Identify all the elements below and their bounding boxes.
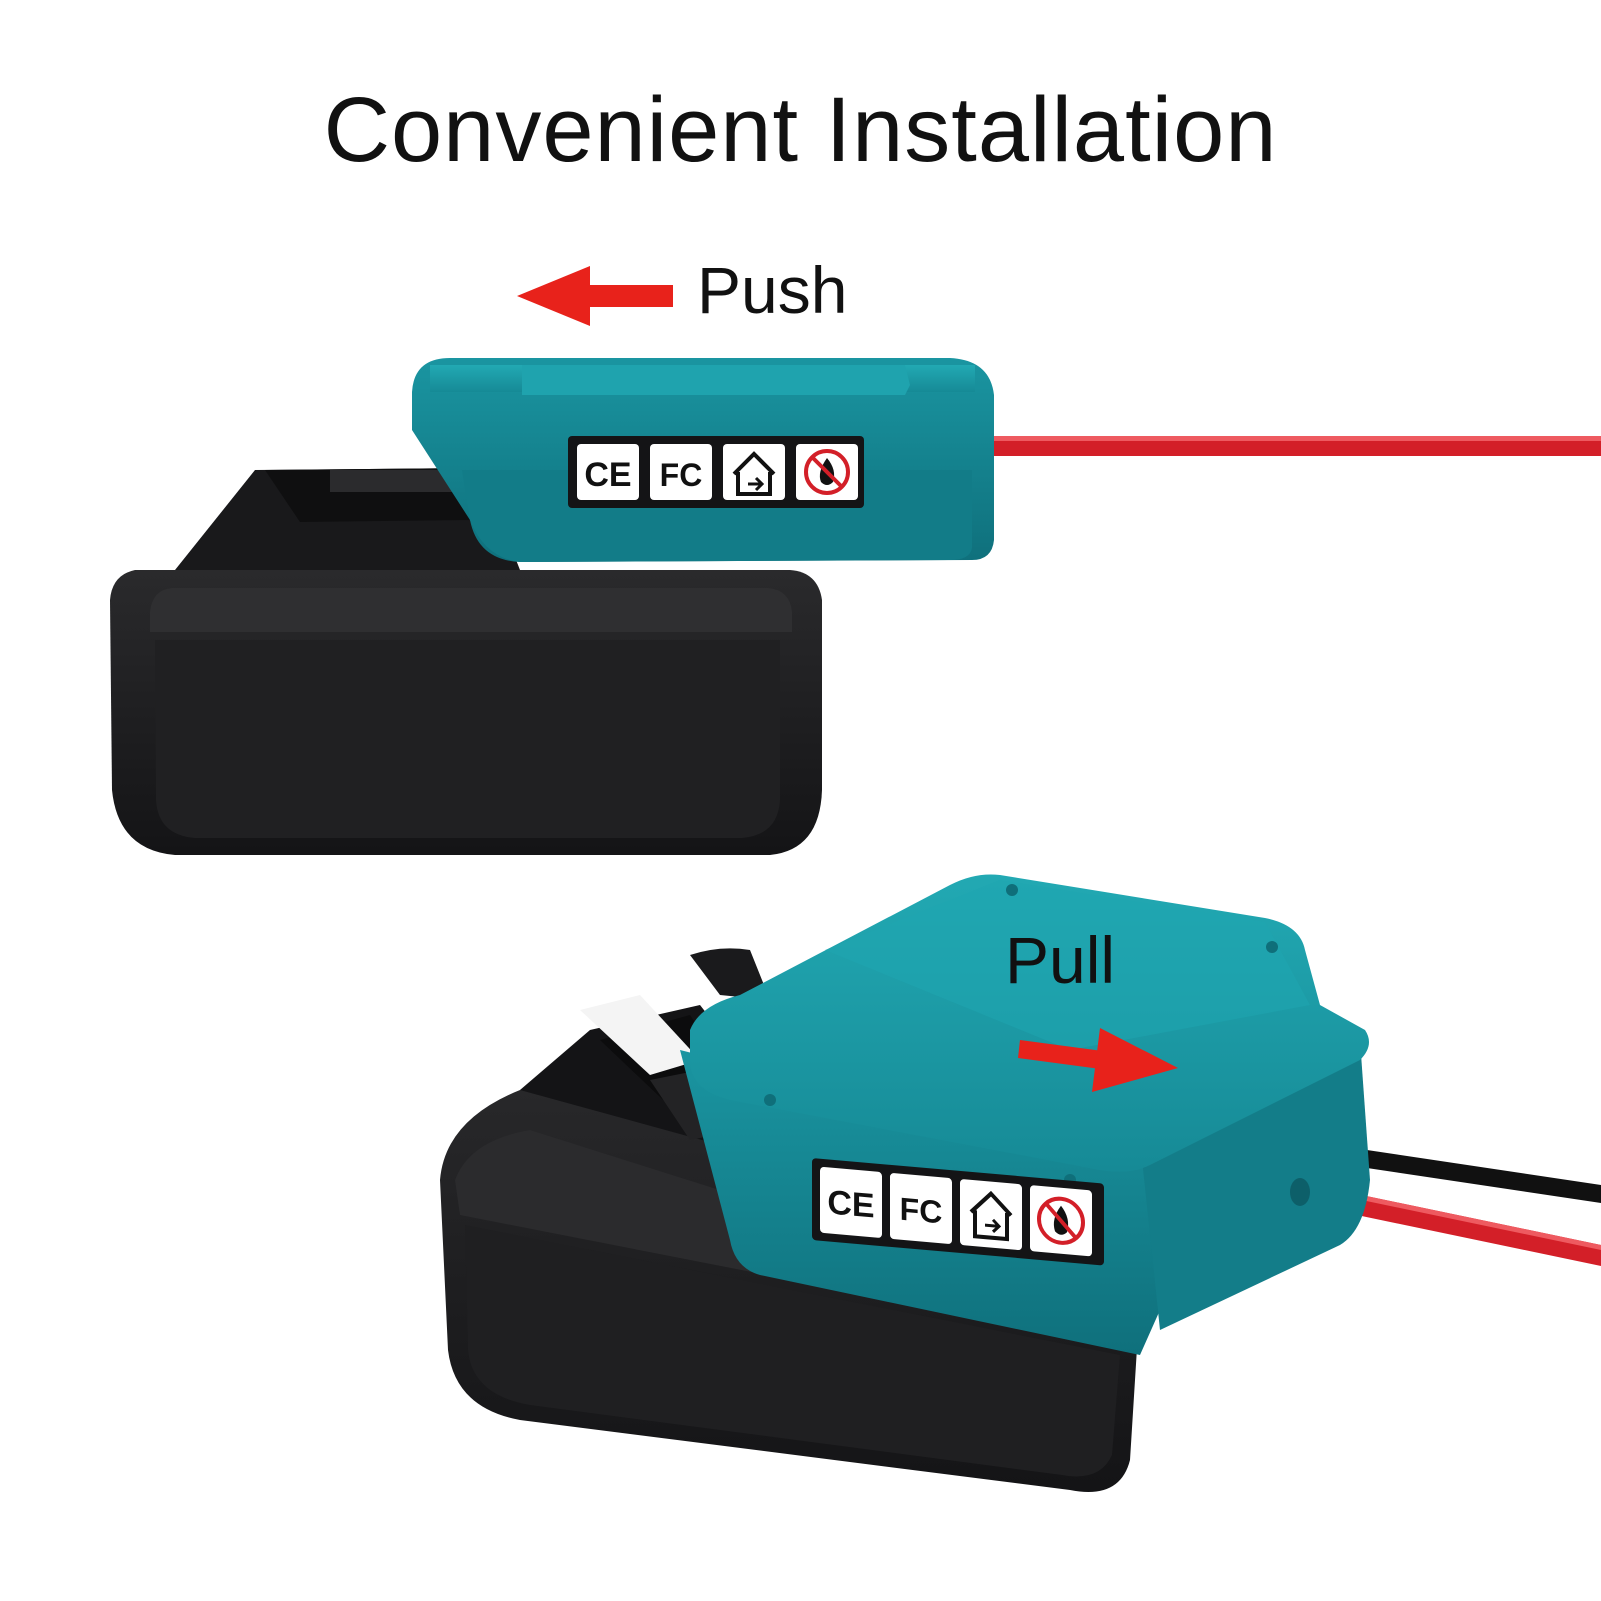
ce-mark-icon: CE (820, 1167, 882, 1238)
ce-mark-icon: CE (577, 444, 639, 500)
battery-pack-top (110, 468, 822, 855)
push-label: Push (697, 253, 848, 327)
fcc-mark-text: FC (900, 1191, 943, 1231)
certification-strip-bottom: CE FC (812, 1158, 1104, 1266)
indoor-use-icon (723, 444, 785, 500)
red-wire-top (994, 436, 1601, 456)
ce-mark-text: CE (827, 1183, 874, 1225)
fcc-mark-icon: FC (650, 444, 712, 500)
pull-label: Pull (1005, 923, 1116, 997)
no-fire-icon (796, 444, 858, 500)
fcc-mark-text: FC (660, 457, 703, 493)
page-title: Convenient Installation (323, 79, 1278, 181)
ce-mark-text: CE (584, 456, 631, 494)
fcc-mark-icon: FC (890, 1173, 952, 1244)
no-fire-icon (1030, 1185, 1092, 1257)
right-arrow-icon (1018, 1028, 1178, 1092)
certification-strip-top: CE FC (568, 436, 864, 508)
left-arrow-icon (517, 266, 673, 326)
wires-bottom (1290, 1140, 1601, 1266)
indoor-use-icon (960, 1179, 1022, 1251)
